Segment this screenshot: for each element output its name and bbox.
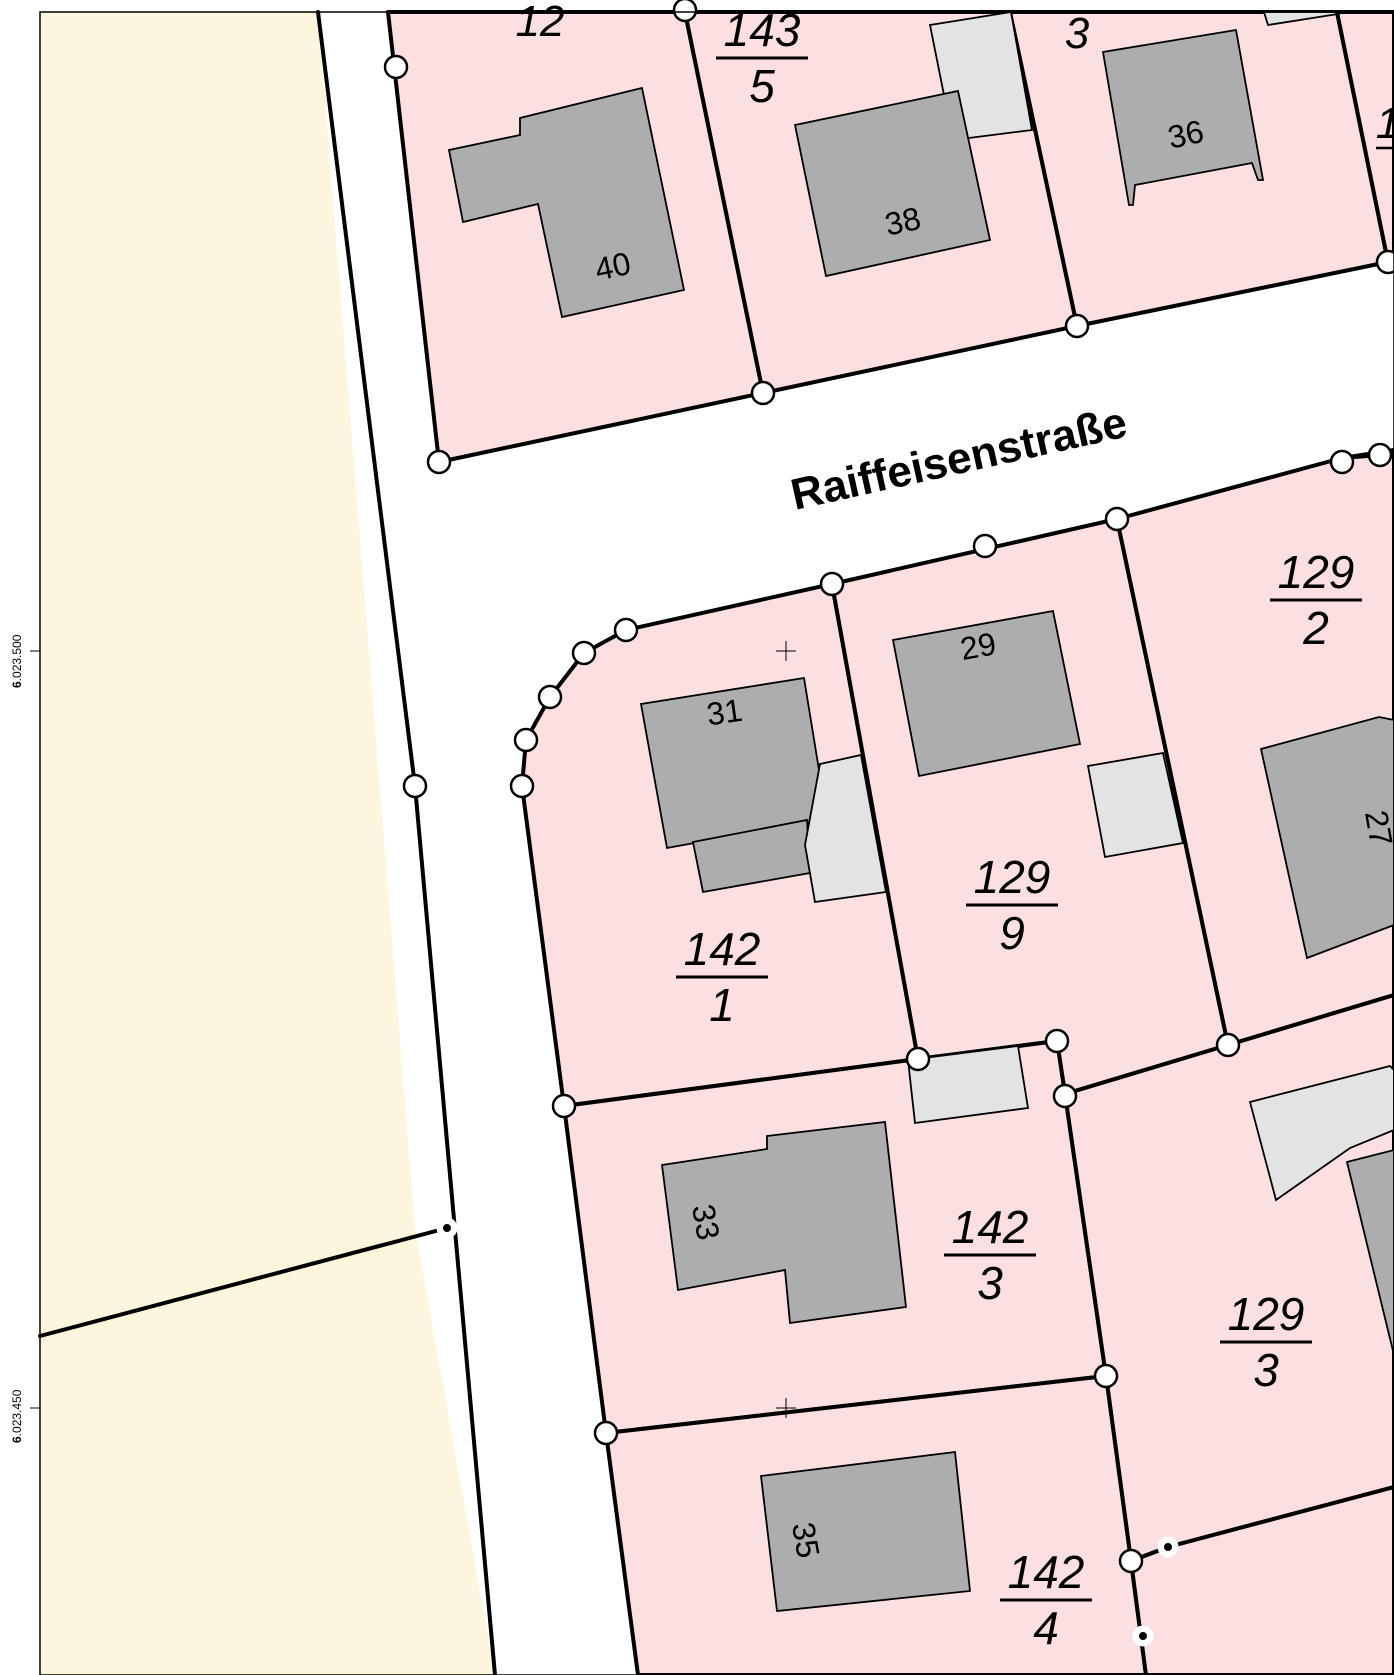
marker[interactable] (402, 773, 428, 799)
parcel-denominator: 5 (749, 60, 775, 112)
marker[interactable] (537, 684, 563, 710)
marker[interactable] (1367, 442, 1393, 468)
map-frame (39, 11, 1394, 1675)
agri-east-edge (316, 10, 417, 788)
house-number: 27 (1358, 807, 1394, 848)
marker[interactable] (819, 571, 845, 597)
parcel-numerator: 142 (684, 923, 761, 975)
marker[interactable] (1093, 1363, 1119, 1389)
marker[interactable] (383, 54, 409, 80)
grid-coordinate-south: 6.023.450 (10, 1390, 26, 1457)
marker[interactable] (1052, 1083, 1078, 1109)
house-number: 33 (685, 1201, 727, 1242)
marker[interactable] (1118, 1548, 1144, 1574)
buildings (447, 10, 1394, 1612)
house-number: 35 (785, 1519, 827, 1560)
coord-prefix: 6 (10, 681, 24, 688)
marker[interactable] (593, 1420, 619, 1446)
parcel-fragment-12: 12 (516, 0, 565, 46)
marker[interactable] (551, 1093, 577, 1119)
building-129-3[interactable] (1345, 1149, 1394, 1356)
parcel-numerator: 129 (1278, 546, 1355, 598)
coord-prefix: 6 (10, 1436, 24, 1443)
small-markers (436, 1217, 1179, 1647)
parcel-denominator: 3 (977, 1257, 1003, 1309)
marker[interactable] (972, 533, 998, 559)
marker[interactable] (1329, 449, 1355, 475)
marker[interactable] (1104, 506, 1130, 532)
marker[interactable] (613, 617, 639, 643)
building-40[interactable] (447, 86, 686, 319)
house-number: 36 (1165, 113, 1207, 156)
parcel-denominator: 9 (999, 907, 1025, 959)
parcel-fragment-3: 3 (1065, 9, 1090, 58)
marker[interactable] (1215, 1032, 1241, 1058)
marker[interactable] (905, 1046, 931, 1072)
parcel-fragments: 12 3 1 (516, 0, 1394, 148)
building-33[interactable] (660, 1120, 907, 1325)
house-number: 29 (957, 625, 998, 667)
building-29[interactable] (891, 609, 1082, 778)
marker-small[interactable] (443, 1224, 451, 1232)
building-38[interactable] (793, 89, 992, 278)
marker[interactable] (750, 380, 776, 406)
parcel-denominator: 3 (1253, 1344, 1279, 1396)
parcel-denominator: 2 (1302, 602, 1329, 654)
marker-small[interactable] (1164, 1543, 1172, 1551)
parcel-fragment-1: 1 (1376, 99, 1394, 148)
parcel-numerator: 143 (724, 4, 801, 56)
building-35[interactable] (760, 1450, 971, 1612)
building-27[interactable] (1259, 716, 1394, 960)
parcel-denominator: 1 (709, 979, 735, 1031)
marker[interactable] (1064, 313, 1090, 339)
marker[interactable] (1044, 1028, 1070, 1054)
marker[interactable] (513, 727, 539, 753)
house-number: 38 (882, 200, 924, 243)
marker[interactable] (426, 449, 452, 475)
marker[interactable] (509, 773, 535, 799)
marker[interactable] (672, 0, 698, 23)
parcel-numerator: 142 (952, 1201, 1029, 1253)
parcel-numerator: 129 (1228, 1288, 1305, 1340)
house-number: 40 (592, 245, 634, 288)
parcel-numerator: 142 (1008, 1546, 1085, 1598)
coord-rest: .023.500 (10, 634, 24, 682)
grid-crosses (776, 641, 796, 1418)
garage-29[interactable] (1086, 751, 1185, 859)
coord-rest: .023.450 (10, 1389, 24, 1437)
parcel-denominator: 4 (1033, 1602, 1059, 1654)
agricultural-parcel (40, 12, 495, 1675)
garage-142-1[interactable] (907, 1044, 1030, 1125)
garage-31[interactable] (804, 753, 888, 904)
agri-divider (38, 1226, 449, 1338)
house-number: 31 (704, 692, 744, 733)
grid-coordinate-north: 6.023.500 (10, 635, 26, 702)
garage-129-3[interactable] (1248, 1065, 1394, 1202)
marker[interactable] (1375, 249, 1394, 275)
parcel-numerator: 129 (974, 851, 1051, 903)
marker-small[interactable] (1139, 1632, 1147, 1640)
building-36[interactable] (1101, 28, 1265, 206)
boundary-markers (383, 0, 1394, 1574)
marker[interactable] (571, 640, 597, 666)
